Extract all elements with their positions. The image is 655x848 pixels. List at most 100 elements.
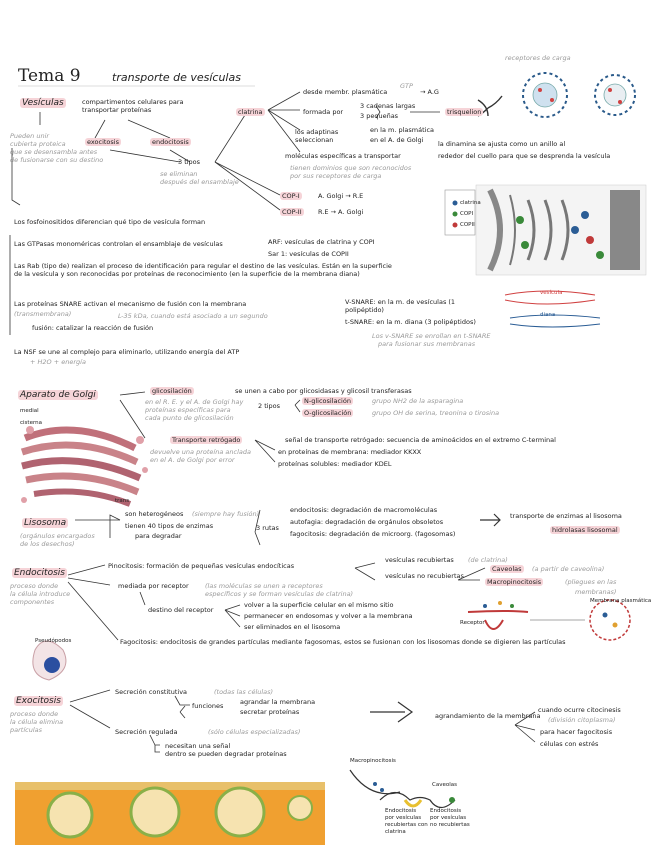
snare-kda: L-35 kDa, cuando está asociado a un segu… <box>118 312 268 320</box>
exocitosis-tag: exocitosis <box>85 138 121 146</box>
snare-vesicle-label: vesícula <box>540 290 563 296</box>
destino-3: ser eliminados en el lisosoma <box>244 623 341 631</box>
regulada-2: dentro se pueden degradar proteínas <box>165 750 287 758</box>
bottom-e2-3: no recubiertas <box>430 822 470 828</box>
glico-desc: se unen a cabo por glicosidasas y glicos… <box>235 387 412 395</box>
tipos-label: 3 tipos <box>178 158 201 166</box>
lisosoma-note-2: de los desechos) <box>20 540 75 548</box>
fosfo-item-4: Las proteínas SNARE activan el mecanismo… <box>14 300 247 308</box>
eliminan-1: se eliminan <box>160 170 198 178</box>
lisosoma-degradar: para degradar <box>135 532 182 540</box>
fagocitosis: Fagocitosis: endocitosis de grandes part… <box>120 638 566 646</box>
glico-note-1: en el R. E. y el A. de Golgi hay <box>145 398 244 406</box>
receptor-note-2: específicos y se forman vesículas de cla… <box>205 590 354 598</box>
pinocitosis: Pinocitosis: formación de pequeñas vesíc… <box>108 562 295 570</box>
endo-note-2: la célula introduce <box>10 590 71 598</box>
glico-tag: glicosilación <box>150 387 194 395</box>
exo-note-2: la célula elimina <box>10 718 64 726</box>
agrand-1: cuando ocurre citocinesis <box>538 706 621 714</box>
pino-no-recubiertas: vesículas no recubiertas <box>385 572 464 580</box>
bottom-e2-1: Endocitosis <box>430 808 462 814</box>
caveolas: Caveolas <box>490 565 524 573</box>
retro-desc: señal de transporte retrógado: secuencia… <box>285 436 556 444</box>
bottom-e1-4: clatrina <box>385 829 406 835</box>
golgi-sac-cisterna: cisterna <box>20 420 42 426</box>
dinamina-2: rededor del cuello para que se desprenda… <box>438 152 611 160</box>
snare-wind-2: para fusionar sus membranas <box>378 340 476 348</box>
retro-tag: Transporte retrógado <box>170 436 243 444</box>
clatrina-tag: clatrina <box>236 108 265 116</box>
funcion-1: agrandar la membrana <box>240 698 316 706</box>
ruta-endocitosis: endocitosis: degradación de macromolécul… <box>290 506 438 514</box>
exocitosis-branches <box>69 689 536 753</box>
fosfo-item-2: Las GTPasas monoméricas controlan el ens… <box>14 240 223 248</box>
trisquelion-tag: trisquelion <box>445 108 484 116</box>
golgi-transport-diagram <box>444 184 647 276</box>
golgi-branches <box>75 391 501 546</box>
eliminan-2: después del ensamblaje <box>160 178 239 186</box>
secrecion-constitutiva: Secreción constitutiva <box>115 688 188 696</box>
snare-fusion: fusión: catalizar la reacción de fusión <box>32 324 154 332</box>
retro-note-1: devuelve una proteína anclada <box>150 448 251 456</box>
bottom-macro-label: Macropinocitosis <box>350 758 396 764</box>
lisosoma-fusion: (siempre hay fusión) <box>192 510 260 518</box>
copii-route: R.E → A. Golgi <box>318 208 364 216</box>
snare-wind-1: Los v-SNARE se enrollan en t-SNARE <box>372 332 491 340</box>
golgi-illustration <box>20 426 148 507</box>
snare-transmem: (transmembrana) <box>14 310 72 318</box>
n-glico: N-glicosilación <box>302 397 353 405</box>
macro-note-2: membranas) <box>575 588 617 596</box>
snare-diagram <box>504 290 601 328</box>
nsf-energy: + H2O + energía <box>30 358 86 366</box>
agrand-1-note: (división citoplasma) <box>548 716 616 724</box>
endo-note-1: proceso donde <box>10 582 59 590</box>
lisosoma-hidrolasas: hidrolasas lisosomal <box>550 526 620 534</box>
lisosoma-enzimas: tienen 40 tipos de enzimas <box>125 522 214 530</box>
bottom-caveolas-label: Caveolas <box>432 782 457 788</box>
exo-note-1: proceso donde <box>10 710 59 718</box>
clat-pequenas: 3 pequeñas <box>360 112 399 120</box>
page-subtitle: transporte de vesículas <box>112 71 241 84</box>
glico-note-3: cada punto de glicosilación <box>145 414 234 422</box>
pino-recubiertas: vesículas recubiertas <box>385 556 454 564</box>
retro-kdel: proteínas solubles: mediador KDEL <box>278 460 392 468</box>
phagocytosis-illustration <box>32 640 67 681</box>
lisosoma-transporte: transporte de enzimas al lisosoma <box>510 512 622 520</box>
clat-origin-dest: → A.G <box>420 88 439 96</box>
golgi-sac-medial: medial <box>20 408 39 414</box>
n-glico-note: grupo NH2 de la asparagina <box>372 397 464 405</box>
gtp-arf: ARF: vesículas de clatrina y COPI <box>268 238 375 246</box>
legend-copi: COPI <box>460 211 474 217</box>
macro-note-1: (pliegues en las <box>565 578 617 586</box>
vesiculas-branches <box>9 91 440 335</box>
macropinocitosis: Macropinocitosis <box>485 578 544 586</box>
receptor-note: receptores de carga <box>505 54 571 62</box>
regulada-note: (sólo células especializadas) <box>208 728 301 736</box>
golgi-heading: Aparato de Golgi <box>18 390 98 400</box>
gtp-sar: Sar 1: vesículas de COPII <box>268 250 349 258</box>
ruta-fagocitosis: fagocitosis: degradación de microorg. (f… <box>290 530 456 538</box>
endocytosis-types-illustration <box>349 769 456 809</box>
clat-dominios-1: tienen dominios que son reconocidos <box>290 164 412 172</box>
glico-tipos: 2 tipos <box>258 402 281 410</box>
vesiculas-definition: compartimentos celulares para transporta… <box>82 98 184 114</box>
left-note-4: de fusionarse con su destino <box>10 156 104 164</box>
clat-origin: desde membr. plasmática <box>303 88 388 96</box>
o-glico-note: grupo OH de serina, treonina o tirosina <box>372 409 500 417</box>
agrand-2: para hacer fagocitosis <box>540 728 613 736</box>
clat-adaptinas: los adaptinas seleccionan <box>295 128 339 144</box>
endocitosis-heading: Endocitosis <box>12 568 67 578</box>
exocitosis-heading: Exocitosis <box>14 696 63 706</box>
legend-clatrina: clatrina <box>460 200 481 206</box>
regulada-1: necesitan una señal <box>165 742 231 750</box>
receptor-endocytosis-illustration <box>467 599 631 641</box>
pseudopod-label: Pseudópodos <box>35 638 72 644</box>
clat-largas: 3 cadenas largas <box>360 102 416 110</box>
retro-kkxx: en proteínas de membrana: mediador KKXX <box>278 448 422 456</box>
membrane-label: Membrana plasmática <box>590 598 652 604</box>
vesicle-coat-diagram <box>522 72 636 118</box>
copi-tag: COP-I <box>280 192 302 200</box>
clat-formada: formada por <box>303 108 344 116</box>
secrecion-regulada: Secreción regulada <box>115 728 178 736</box>
